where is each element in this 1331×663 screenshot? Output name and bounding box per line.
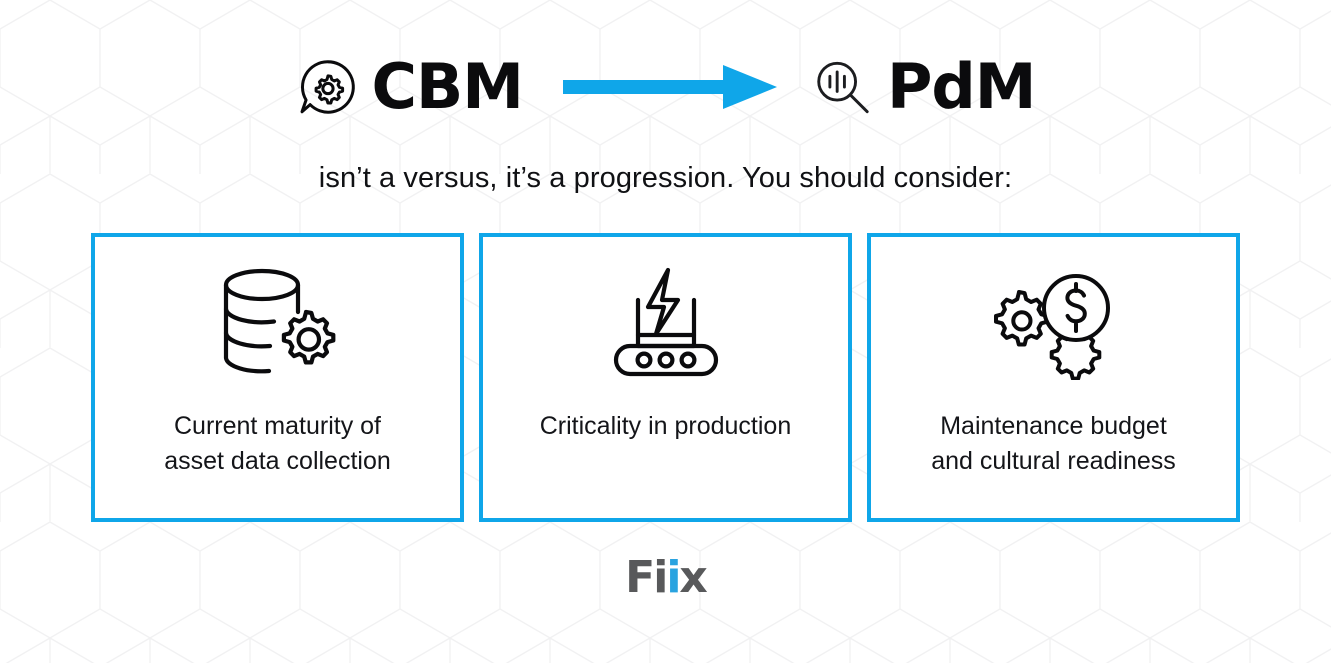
arrow-right-icon bbox=[562, 65, 777, 109]
pdm-term-block: PdM bbox=[811, 56, 1036, 118]
cbm-term-block: CBM bbox=[296, 50, 524, 123]
pdm-label: PdM bbox=[886, 50, 1037, 123]
subtitle-text: isn’t a versus, it’s a progression. You … bbox=[318, 162, 1013, 194]
card-asset-data-maturity[interactable]: Current maturity of asset data collectio… bbox=[91, 233, 464, 522]
fiix-logo-letter-f: F bbox=[625, 552, 655, 603]
card-label-line1: Current maturity of bbox=[173, 412, 381, 440]
fiix-logo: F i i x bbox=[625, 552, 708, 603]
gears-dollar-coin-icon bbox=[993, 274, 1110, 380]
card-label-line1: Maintenance budget bbox=[940, 412, 1167, 440]
card-label: Current maturity of asset data collectio… bbox=[146, 409, 409, 479]
card-icon-slot bbox=[602, 237, 730, 409]
card-budget-readiness[interactable]: Maintenance budget and cultural readines… bbox=[867, 233, 1240, 522]
card-label-line2: asset data collection bbox=[164, 447, 391, 475]
headline-row: CBM PdM bbox=[296, 46, 1036, 128]
cards-row: Current maturity of asset data collectio… bbox=[91, 233, 1240, 522]
card-icon-slot bbox=[214, 237, 342, 409]
fiix-logo-letter-i1: i bbox=[653, 552, 668, 603]
arrow-wrap bbox=[562, 60, 777, 114]
card-label: Maintenance budget and cultural readines… bbox=[913, 409, 1194, 479]
database-gear-icon bbox=[223, 268, 335, 374]
magnifier-analytics-icon bbox=[817, 61, 869, 114]
card-icon-slot bbox=[987, 237, 1121, 409]
card-production-criticality[interactable]: Criticality in production bbox=[479, 233, 852, 522]
cbm-label: CBM bbox=[371, 50, 524, 123]
fiix-logo-letter-i2: i bbox=[666, 552, 681, 603]
fiix-logo-letter-x: x bbox=[679, 552, 707, 603]
card-label: Criticality in production bbox=[522, 409, 810, 444]
speech-bubble-gear-icon bbox=[300, 60, 355, 114]
conveyor-lightning-icon bbox=[613, 267, 718, 377]
card-label-line1: Criticality in production bbox=[539, 412, 792, 440]
card-label-line2: and cultural readiness bbox=[931, 447, 1176, 475]
